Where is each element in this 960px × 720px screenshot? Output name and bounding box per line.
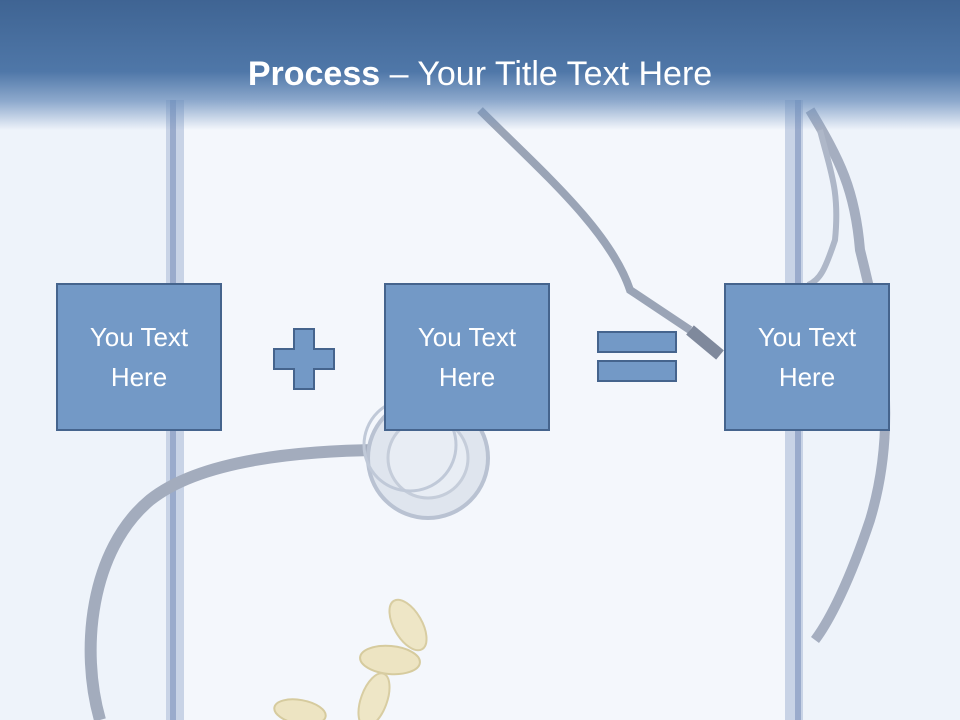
plus-icon[interactable]	[272, 327, 336, 391]
process-box-3-line-1: You Text	[757, 322, 857, 352]
process-box-1-line-1: You Text	[89, 322, 189, 352]
title-bold-text: Process	[247, 55, 381, 93]
title-bar	[0, 0, 960, 130]
process-box-3-line-2: Here	[778, 362, 836, 392]
slide-title[interactable]: Process – Your Title Text Here	[0, 52, 960, 96]
process-box-2[interactable]: You Text Here	[384, 283, 550, 431]
process-box-2-line-1: You Text	[417, 322, 517, 352]
process-box-2-line-2: Here	[438, 362, 496, 392]
process-box-1[interactable]: You Text Here	[56, 283, 222, 431]
equals-icon[interactable]	[597, 330, 677, 384]
process-box-3[interactable]: You Text Here	[724, 283, 890, 431]
process-box-1-line-2: Here	[110, 362, 168, 392]
title-rest-text: – Your Title Text Here	[380, 55, 713, 93]
